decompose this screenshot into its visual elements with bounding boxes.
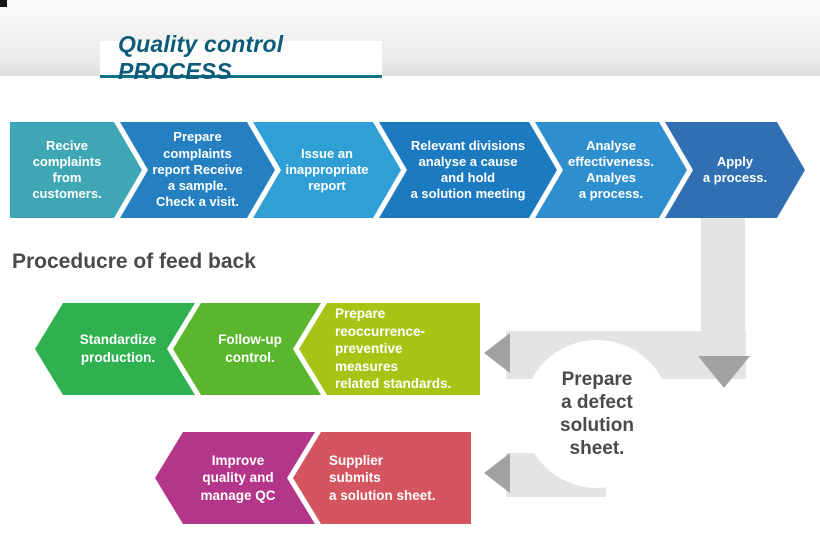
process-step-prepare-report: Prepare complaints report Receive a samp… <box>120 122 275 218</box>
corner-artifact <box>0 0 7 7</box>
left-arrow-icon-pink-row <box>484 453 510 493</box>
process-step-issue-report: Issue an inappropriate report <box>253 122 401 218</box>
process-step-receive-complaints: Recive complaints from customers. <box>10 122 142 218</box>
feedback-step-improve-quality: Improve quality and manage QC <box>155 432 315 524</box>
process-step-analyse-effectiveness: Analyse effectiveness. Analyes a process… <box>535 122 687 218</box>
feedback-heading: Proceducre of feed back <box>12 250 256 273</box>
top-process-flow: Recive complaints from customers. Prepar… <box>10 122 805 218</box>
green-feedback-flow: Standardize production. Follow-up contro… <box>35 303 480 395</box>
page-title: Quality control PROCESS <box>118 31 284 84</box>
defect-solution-circle: Prepare a defect solution sheet. <box>523 340 671 488</box>
pink-feedback-flow: Improve quality and manage QC Supplier s… <box>155 432 471 524</box>
left-arrow-icon-green-row <box>484 333 510 373</box>
feedback-step-supplier-submits: Supplier submits a solution sheet. <box>293 432 471 524</box>
feedback-step-standardize: Standardize production. <box>35 303 195 395</box>
feedback-step-preventive-measures: Prepare reoccurrence- preventive measure… <box>299 303 480 395</box>
feedback-step-follow-up: Follow-up control. <box>173 303 321 395</box>
process-step-analyse-cause: Relevant divisions analyse a cause and h… <box>379 122 557 218</box>
page-title-box: Quality control PROCESS <box>100 31 382 84</box>
